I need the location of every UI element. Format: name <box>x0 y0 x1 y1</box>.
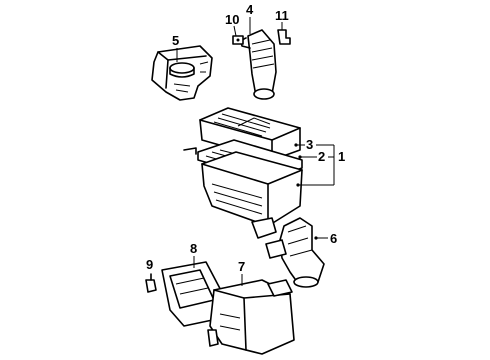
callout-7-label: 7 <box>238 259 245 274</box>
part-11-fitting <box>277 29 291 45</box>
callout-11-label: 11 <box>275 8 289 23</box>
part-3-air-cleaner-cap <box>199 107 301 161</box>
part-5-resonator <box>151 45 213 101</box>
callout-8: 8 <box>190 241 197 268</box>
part-7-lower-housing <box>207 279 295 355</box>
callout-3: 3 <box>294 137 334 152</box>
callout-8-label: 8 <box>190 241 197 256</box>
part-1-air-cleaner-case <box>183 147 303 239</box>
callout-5: 5 <box>172 33 179 62</box>
callout-4-label: 4 <box>246 2 254 17</box>
part-9-clip <box>145 273 157 293</box>
part-6-air-duct <box>265 217 325 288</box>
callout-9-label: 9 <box>146 257 153 272</box>
callout-6-label: 6 <box>330 231 337 246</box>
callout-6: 6 <box>314 231 337 246</box>
callout-2: 2 <box>298 149 334 164</box>
part-4-intake-hose <box>240 29 277 100</box>
callout-3-label: 3 <box>306 137 313 152</box>
callout-1: 1 <box>296 145 345 187</box>
callout-5-label: 5 <box>172 33 179 48</box>
part-10-clamp <box>232 35 244 45</box>
callout-2-label: 2 <box>318 149 325 164</box>
callout-10-label: 10 <box>225 12 239 27</box>
callout-4: 4 <box>246 2 254 34</box>
callout-9: 9 <box>146 257 153 272</box>
callout-11: 11 <box>275 8 289 30</box>
callout-10: 10 <box>225 12 239 37</box>
callout-1-label: 1 <box>338 149 345 164</box>
callout-7: 7 <box>238 259 245 286</box>
